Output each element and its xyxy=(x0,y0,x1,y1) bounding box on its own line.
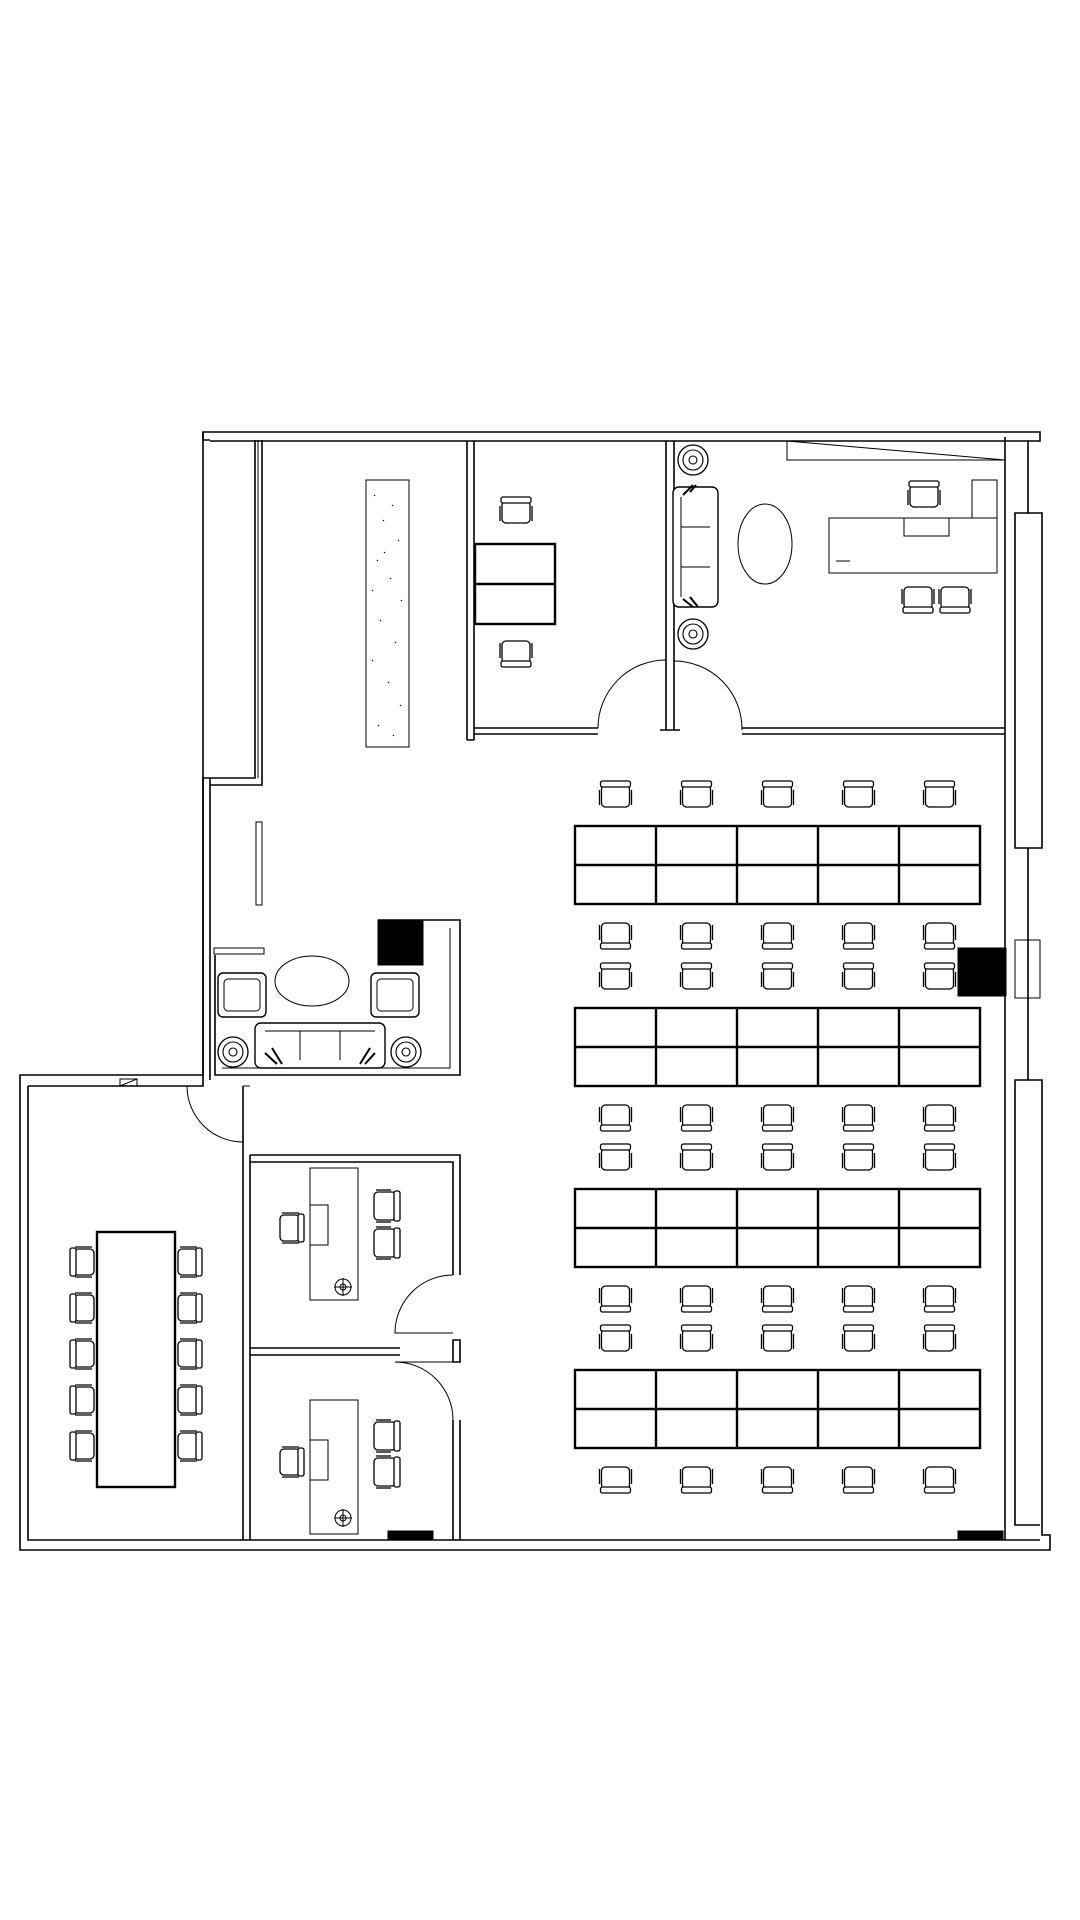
chair-icon xyxy=(922,1143,957,1171)
partition-panel xyxy=(255,821,263,906)
chair-icon xyxy=(841,922,876,950)
sofa-icon xyxy=(672,484,719,608)
chair-icon xyxy=(373,1419,401,1453)
chair-icon xyxy=(922,1324,957,1352)
chair-icon xyxy=(69,1246,95,1278)
chair-icon xyxy=(679,1104,714,1132)
chair-icon xyxy=(907,480,941,508)
chair-icon xyxy=(598,922,633,950)
chair-icon xyxy=(841,1143,876,1171)
chair-icon xyxy=(499,496,533,524)
chair-icon xyxy=(598,1466,633,1494)
chair-icon xyxy=(901,586,935,614)
armchair-icon xyxy=(370,972,420,1018)
chair-icon xyxy=(841,1466,876,1494)
chair-icon xyxy=(679,1143,714,1171)
chair-icon xyxy=(760,962,795,990)
chair-icon xyxy=(598,1285,633,1313)
plant-icon xyxy=(333,1508,353,1528)
chair-icon xyxy=(679,780,714,808)
reception-counter xyxy=(365,479,410,748)
chair-icon xyxy=(760,922,795,950)
chair-icon xyxy=(279,1212,305,1244)
chair-icon xyxy=(841,1104,876,1132)
small-office-1 xyxy=(250,1154,461,1363)
chair-icon xyxy=(69,1430,95,1462)
chair-icon xyxy=(373,1226,401,1260)
small-office-2 xyxy=(279,1361,461,1541)
chair-icon xyxy=(279,1446,305,1478)
chair-icon xyxy=(598,1104,633,1132)
chair-icon xyxy=(598,1143,633,1171)
chair-icon xyxy=(760,1285,795,1313)
column-icon xyxy=(387,1530,434,1541)
chair-icon xyxy=(679,1285,714,1313)
chair-icon xyxy=(679,1466,714,1494)
chair-icon xyxy=(922,780,957,808)
open-office-workstations xyxy=(573,780,982,1494)
chair-icon xyxy=(841,1324,876,1352)
chair-icon xyxy=(760,780,795,808)
lamp-icon xyxy=(390,1036,422,1068)
armchair-icon xyxy=(217,972,267,1018)
chair-icon xyxy=(679,922,714,950)
chair-icon xyxy=(841,780,876,808)
chair-icon xyxy=(922,1104,957,1132)
chair-icon xyxy=(177,1384,203,1416)
chair-icon xyxy=(760,1466,795,1494)
executive-office xyxy=(660,440,1006,735)
lamp-icon xyxy=(217,1036,249,1068)
chair-icon xyxy=(499,640,533,668)
plant-icon xyxy=(333,1277,353,1297)
chair-icon xyxy=(922,1285,957,1313)
lounge-area xyxy=(214,919,461,1076)
lamp-icon xyxy=(677,618,709,650)
column-icon xyxy=(377,919,424,966)
chair-icon xyxy=(373,1455,401,1489)
lamp-icon xyxy=(677,444,709,476)
chair-icon xyxy=(69,1384,95,1416)
column-icon xyxy=(957,947,1007,997)
conference-room xyxy=(69,1078,251,1540)
chair-icon xyxy=(760,1324,795,1352)
chair-icon xyxy=(679,962,714,990)
chair-icon xyxy=(177,1430,203,1462)
chair-icon xyxy=(760,1104,795,1132)
chair-icon xyxy=(922,1466,957,1494)
chair-icon xyxy=(598,962,633,990)
sofa-icon xyxy=(254,1022,386,1069)
chair-icon xyxy=(69,1292,95,1324)
chair-icon xyxy=(841,1285,876,1313)
chair-icon xyxy=(177,1292,203,1324)
chair-icon xyxy=(598,1324,633,1352)
column-icon xyxy=(957,1530,1004,1541)
chair-icon xyxy=(373,1189,401,1223)
exterior-walls xyxy=(19,431,1051,1551)
chair-icon xyxy=(922,962,957,990)
chair-icon xyxy=(922,922,957,950)
chair-icon xyxy=(841,962,876,990)
chair-icon xyxy=(679,1324,714,1352)
chair-icon xyxy=(598,780,633,808)
meeting-office xyxy=(466,441,667,741)
partition-panel xyxy=(213,947,265,955)
chair-icon xyxy=(938,586,972,614)
chair-icon xyxy=(69,1338,95,1370)
chair-icon xyxy=(760,1143,795,1171)
chair-icon xyxy=(177,1246,203,1278)
chair-icon xyxy=(177,1338,203,1370)
